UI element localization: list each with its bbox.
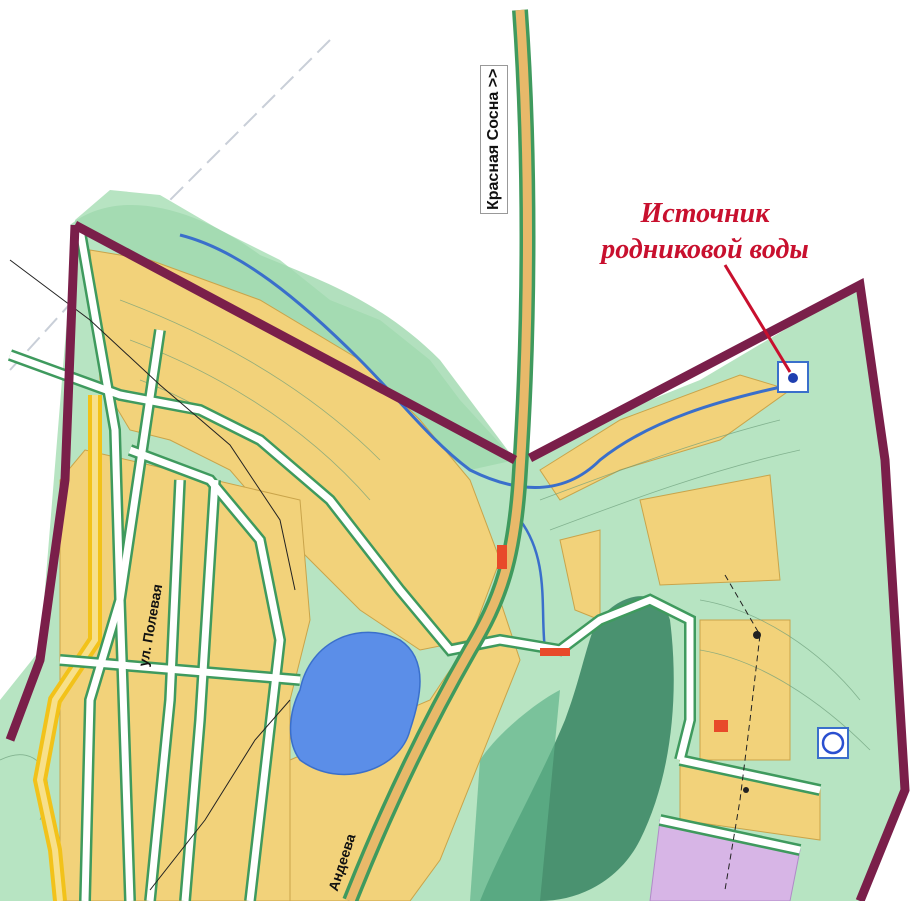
road-label-krasnaya-sosna: Красная Сосна >> xyxy=(480,64,508,214)
spring-annotation-line1: Источник xyxy=(640,198,770,229)
stream xyxy=(179,233,791,489)
residential-zone-northeast xyxy=(539,374,792,501)
circle-symbol-icon xyxy=(817,727,849,759)
stream-2 xyxy=(518,519,547,651)
lake xyxy=(289,631,421,776)
spring-marker-icon xyxy=(777,361,809,393)
settlement-boundary xyxy=(72,221,518,464)
building-marker xyxy=(714,720,728,732)
settlement-boundary-3 xyxy=(5,224,80,742)
bridge-marker xyxy=(497,545,507,569)
power-line-3 xyxy=(724,574,761,891)
power-line-2 xyxy=(149,699,291,891)
residential-zone-east-1 xyxy=(639,474,781,586)
pole-marker xyxy=(753,631,761,639)
main-highway xyxy=(345,9,532,901)
settlement-boundary-2 xyxy=(527,278,910,901)
spring-annotation: Источник родниковой воды xyxy=(560,196,850,268)
pole-marker-2 xyxy=(743,787,749,793)
forest-zone-light xyxy=(470,690,560,901)
annotation-pointer xyxy=(723,264,792,373)
yellow-road-west-outline xyxy=(36,395,98,901)
bridge-marker-2 xyxy=(540,648,570,656)
spring-annotation-line2: родниковой воды xyxy=(601,234,809,265)
power-line xyxy=(9,259,296,591)
residential-zone-east-2 xyxy=(699,619,791,761)
